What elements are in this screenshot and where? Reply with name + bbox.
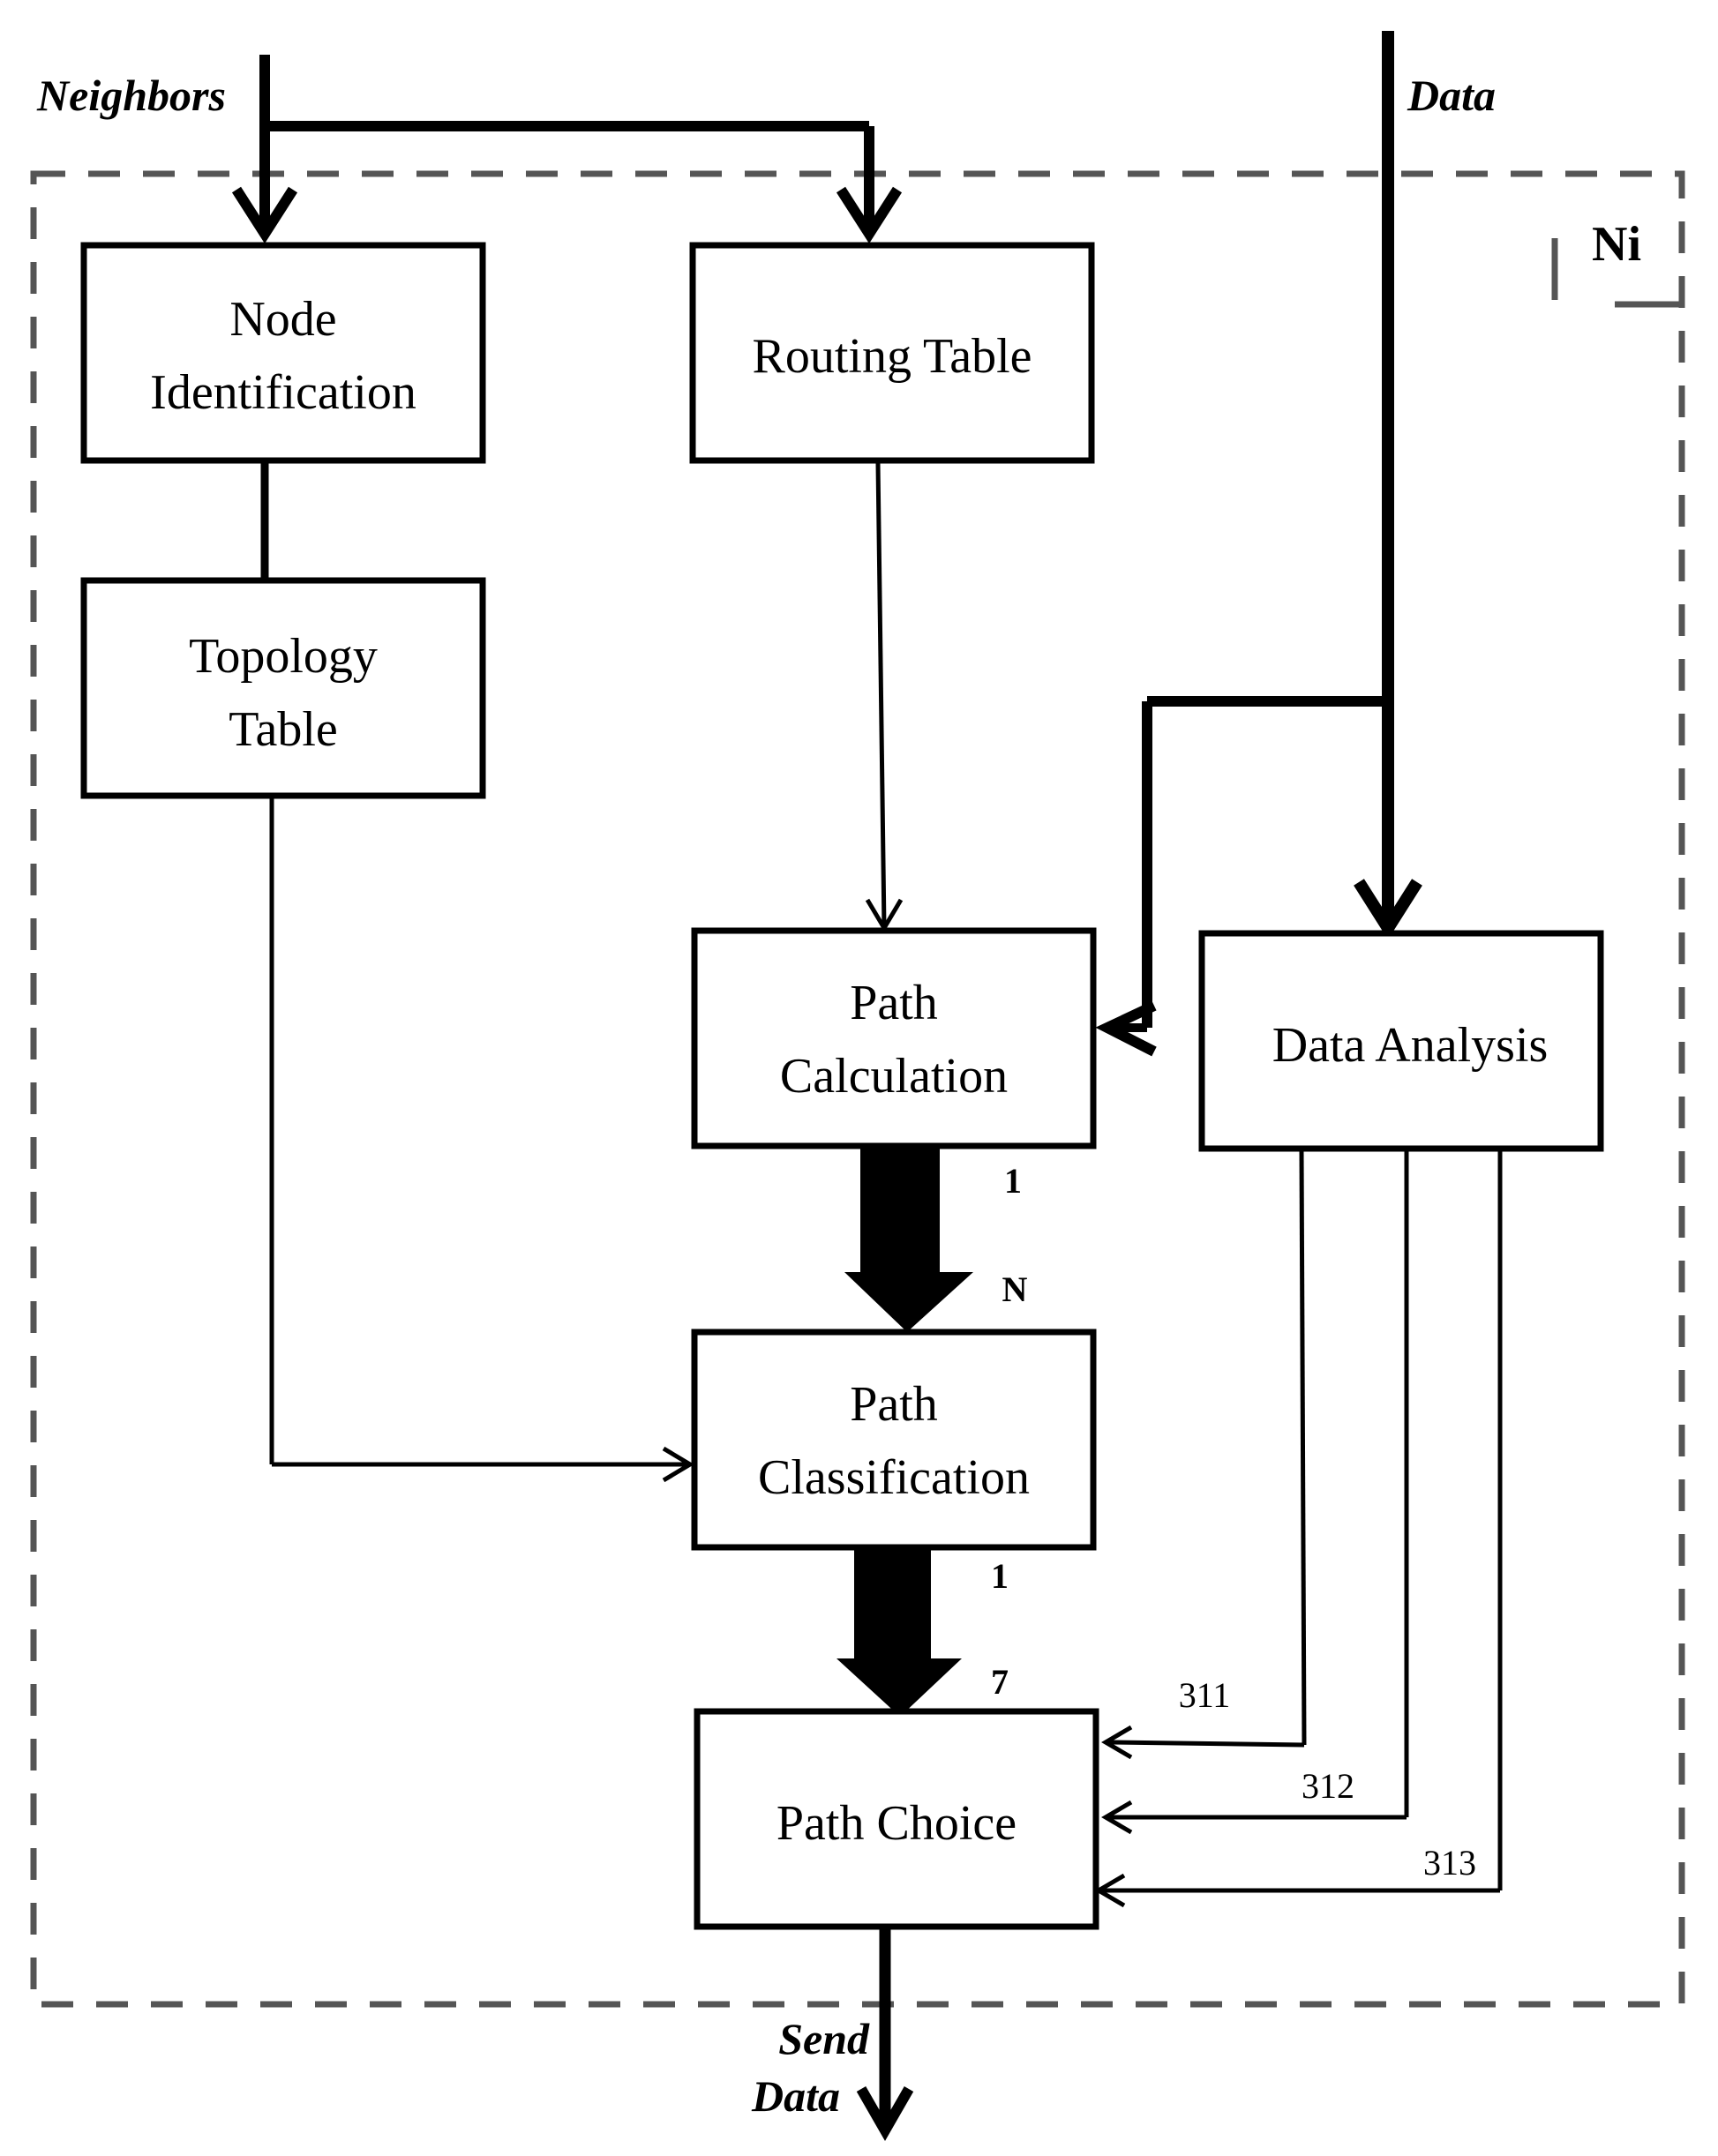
data-analysis-box: Data Analysis xyxy=(1198,930,1604,1152)
calc-class-label-1: 1 xyxy=(1004,1161,1022,1201)
path-choice-label: Path Choice xyxy=(776,1796,1017,1851)
path-calculation-box: Path Calculation xyxy=(691,927,1097,1149)
routing-to-calculation-arrow xyxy=(865,462,904,932)
routing-table-label: Routing Table xyxy=(752,329,1032,384)
path-classification-line1: Path xyxy=(850,1377,938,1432)
node-identification-line1: Node xyxy=(229,292,336,347)
calculation-to-classification-arrow xyxy=(844,1149,973,1332)
neighbors-input-label: Neighbors xyxy=(36,71,226,120)
node-identification-line2: Identification xyxy=(150,365,416,420)
path-calculation-line1: Path xyxy=(850,976,938,1030)
data-analysis-label: Data Analysis xyxy=(1272,1018,1549,1073)
neighbors-input-connector xyxy=(231,55,903,244)
node-identification-box: Node Identification xyxy=(80,242,486,464)
send-data-label-line2: Data xyxy=(751,2071,840,2121)
topology-table-box: Topology Table xyxy=(80,577,486,799)
class-choice-label-1: 1 xyxy=(991,1556,1009,1596)
send-data-output-arrow xyxy=(856,1925,914,2142)
calc-class-label-n: N xyxy=(1002,1269,1028,1309)
data-input-label: Data xyxy=(1407,71,1496,120)
analysis-label-313: 313 xyxy=(1423,1843,1476,1883)
analysis-to-choice-arrows xyxy=(1094,1150,1503,1908)
data-input-connector xyxy=(1095,31,1422,1057)
topology-to-classification-arrow xyxy=(269,798,694,1483)
analysis-label-312: 312 xyxy=(1302,1766,1354,1806)
topology-table-line2: Table xyxy=(229,702,338,757)
path-calculation-line2: Calculation xyxy=(780,1049,1008,1104)
topology-table-line1: Topology xyxy=(189,629,378,684)
path-classification-box: Path Classification xyxy=(691,1329,1097,1551)
routing-table-box: Routing Table xyxy=(689,242,1095,464)
ni-label: Ni xyxy=(1592,217,1641,272)
class-choice-label-7: 7 xyxy=(991,1662,1009,1702)
analysis-label-311: 311 xyxy=(1179,1675,1231,1715)
classification-to-choice-arrow xyxy=(836,1535,962,1717)
node-ni-boundary xyxy=(30,170,1685,2008)
path-classification-line2: Classification xyxy=(758,1450,1030,1505)
send-data-label-line1: Send xyxy=(778,2014,870,2063)
path-choice-box: Path Choice xyxy=(694,1708,1099,1930)
